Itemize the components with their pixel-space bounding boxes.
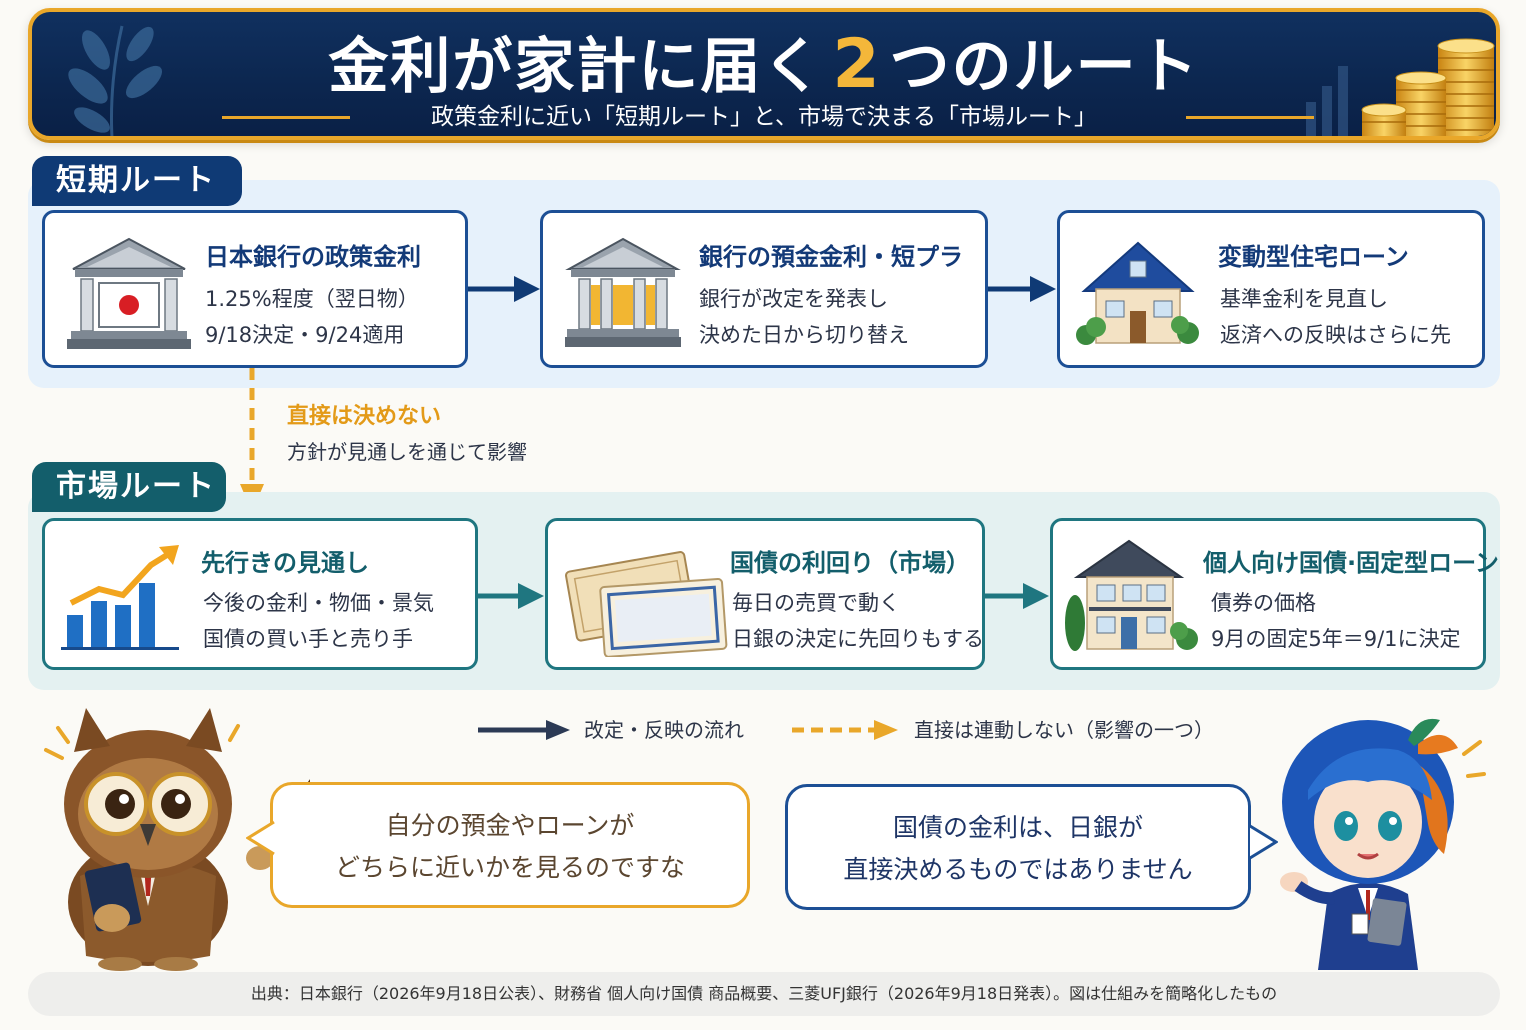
card-title: 先行きの見通し: [201, 549, 369, 577]
card-title: 変動型住宅ローン: [1218, 243, 1409, 271]
card-title: 銀行の預金金利・短プラ: [699, 243, 963, 271]
bond-certificate-icon: [565, 551, 728, 657]
bar-deco-icon: [1306, 66, 1348, 136]
legend-solid-arrow-icon: [478, 720, 570, 740]
page-subtitle: 政策金利に近い「短期ルート」と、市場で決まる「市場ルート」: [430, 104, 1098, 130]
flow-arrow-1: [468, 276, 540, 302]
card-line-2: 日銀の決定に先回りもする: [732, 627, 984, 651]
card-variable-mortgage: 変動型住宅ローン 基準金利を見直し 返済への反映はさらに先: [1057, 210, 1485, 368]
card-jgb-fixed-loan: 個人向け国債·固定型ローン 債券の価格 9月の固定5年＝9/1に決定: [1050, 518, 1499, 670]
legend-dashed-label: 直接は連動しない（影響の一つ）: [914, 718, 1214, 742]
bank-japan-icon: [67, 237, 191, 349]
card-outlook: 先行きの見通し 今後の金利・物価・景気 国債の買い手と売り手: [42, 518, 478, 670]
source-footer: 出典：日本銀行（2026年9月18日公表）、財務省 個人向け国債 商品概要、三菱…: [28, 972, 1500, 1016]
divider-right: [1186, 116, 1314, 119]
card-title: 国債の利回り（市場）: [730, 549, 970, 577]
girl-speech-line-1: 国債の金利は、日銀が: [892, 813, 1143, 842]
card-line-1: 債券の価格: [1211, 591, 1316, 615]
card-line-1: 基準金利を見直し: [1220, 287, 1388, 311]
flow-arrow-3: [478, 583, 544, 609]
card-line-1: 毎日の売買で動く: [732, 591, 900, 615]
card-line-1: 1.25%程度（翌日物）: [205, 287, 419, 311]
girl-guide-icon: [1280, 718, 1486, 970]
short-route-label: 短期ルート: [32, 156, 242, 206]
owl-speech-bubble: 自分の預金やローンが どちらに近いかを見るのですな: [270, 782, 750, 908]
owl-speech-line-2: どちらに近いかを見るのですな: [334, 853, 685, 882]
card-bank-deposit-rate: 銀行の預金金利・短プラ 銀行が改定を発表し 決めた日から切り替え: [540, 210, 988, 368]
owl-bubble-tail: [246, 820, 275, 856]
leaf-decoration-icon: [68, 25, 163, 136]
card-line-2: 決めた日から切り替え: [699, 323, 909, 347]
growth-chart-icon: [61, 545, 179, 650]
card-title: 個人向け国債·固定型ローン: [1203, 549, 1499, 577]
coin-stacks-icon: [1361, 38, 1495, 136]
market-route-label: 市場ルート: [32, 462, 226, 512]
legend-dashed-arrow-icon: [792, 720, 898, 740]
note-text: 方針が見通しを通じて影響: [287, 440, 527, 464]
girl-speech-bubble: 国債の金利は、日銀が 直接決めるものではありません: [785, 784, 1251, 910]
girl-bubble-tail: [1249, 824, 1278, 860]
two-story-house-icon: [1065, 539, 1198, 651]
house-icon: [1076, 241, 1199, 345]
girl-speech-line-2: 直接決めるものではありません: [843, 855, 1193, 884]
card-line-2: 国債の買い手と売り手: [203, 627, 413, 651]
card-line-2: 返済への反映はさらに先: [1220, 323, 1451, 347]
flow-arrow-2: [988, 276, 1056, 302]
note-title: 直接は決めない: [287, 404, 442, 429]
card-line-2: 9/18決定・9/24適用: [205, 323, 405, 347]
card-line-1: 今後の金利・物価・景気: [203, 591, 434, 615]
legend-solid-label: 改定・反映の流れ: [584, 718, 744, 742]
flow-arrow-4: [985, 583, 1049, 609]
card-jgb-yield: 国債の利回り（市場） 毎日の売買で動く 日銀の決定に先回りもする: [545, 518, 985, 670]
bank-icon: [565, 237, 681, 347]
card-title: 日本銀行の政策金利: [205, 243, 421, 271]
card-line-1: 銀行が改定を発表し: [699, 287, 888, 311]
card-boj-policy-rate: 日本銀行の政策金利 1.25%程度（翌日物） 9/18決定・9/24適用: [42, 210, 468, 368]
owl-speech-line-1: 自分の預金やローンが: [385, 811, 635, 840]
divider-left: [222, 116, 350, 119]
card-line-2: 9月の固定5年＝9/1に決定: [1211, 627, 1461, 651]
